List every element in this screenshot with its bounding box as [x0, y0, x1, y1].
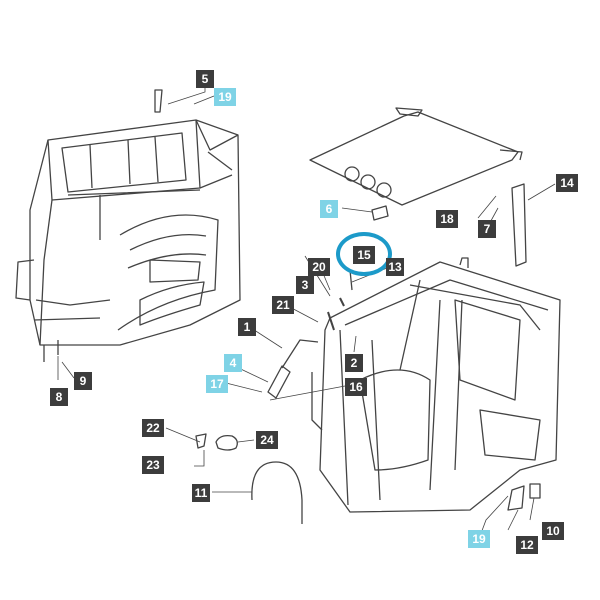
callout-5[interactable]: 5 [196, 70, 214, 88]
callout-12[interactable]: 12 [516, 536, 538, 554]
callout-9[interactable]: 9 [74, 372, 92, 390]
callout-24[interactable]: 24 [256, 431, 278, 449]
callout-17[interactable]: 17 [206, 375, 228, 393]
callout-18[interactable]: 18 [436, 210, 458, 228]
part-14-bracket [511, 183, 527, 267]
callout-13[interactable]: 13 [386, 258, 404, 276]
part-10-plate [529, 483, 541, 499]
callout-6[interactable]: 6 [320, 200, 338, 218]
roof-panel [309, 107, 523, 206]
callout-19-top[interactable]: 19 [214, 88, 236, 106]
callout-20[interactable]: 20 [308, 258, 330, 276]
callout-7[interactable]: 7 [478, 220, 496, 238]
callout-14[interactable]: 14 [556, 174, 578, 192]
cab-frame-front-view [311, 257, 561, 513]
part-11-seal [251, 461, 303, 524]
callout-19-bottom[interactable]: 19 [468, 530, 490, 548]
part-6-knob [371, 205, 389, 221]
callout-22[interactable]: 22 [142, 419, 164, 437]
part-22-clip [195, 433, 207, 449]
highlight-ring [336, 232, 392, 276]
callout-4[interactable]: 4 [224, 354, 242, 372]
callout-8[interactable]: 8 [50, 388, 68, 406]
part-24-grommet [215, 434, 238, 451]
callout-2[interactable]: 2 [345, 354, 363, 372]
part-4-pad [267, 365, 291, 399]
callout-3-upper[interactable]: 3 [296, 276, 314, 294]
callout-16[interactable]: 16 [345, 378, 367, 396]
callout-11[interactable]: 11 [192, 484, 210, 502]
callout-15[interactable]: 15 [353, 246, 375, 264]
part-12-plate [507, 485, 525, 511]
callout-10[interactable]: 10 [542, 522, 564, 540]
part-1-rod [281, 339, 319, 369]
callout-23[interactable]: 23 [142, 456, 164, 474]
callout-1[interactable]: 1 [238, 318, 256, 336]
cab-frame-rear-view [15, 89, 241, 362]
callout-21[interactable]: 21 [272, 296, 294, 314]
